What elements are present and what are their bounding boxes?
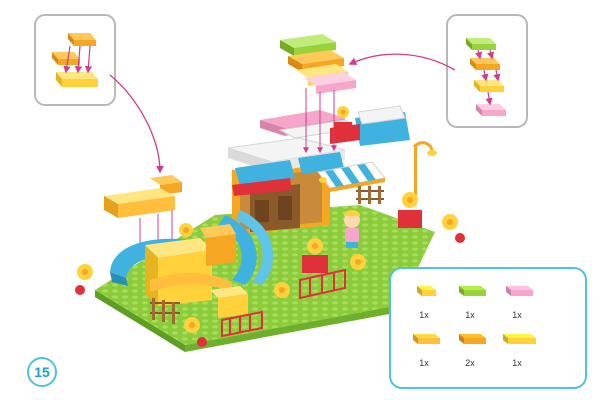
part-quantity: 1x: [512, 358, 522, 368]
main-model: [75, 34, 465, 352]
mini-figure: [344, 210, 360, 248]
part-quantity: 2x: [465, 358, 475, 368]
step-number: 15: [34, 364, 50, 380]
fence-left: [150, 298, 180, 324]
lamp-post-center: [319, 177, 327, 225]
part-yellow-2x2-brick: 1x: [417, 286, 436, 320]
brick-yellow-callout: [56, 72, 98, 87]
brick-orange-callout-2: [52, 52, 80, 65]
part-quantity: 1x: [419, 310, 429, 320]
part-quantity: 1x: [419, 358, 429, 368]
brick-lime-callout: [466, 38, 496, 50]
flower-pot-right: [398, 192, 422, 228]
flower-3: [184, 317, 200, 333]
flower-4: [197, 337, 207, 347]
flower-pot-center: [302, 238, 328, 273]
fence-back-brown: [356, 186, 384, 204]
slide-tower: [145, 224, 236, 306]
callout-top-right: [446, 14, 528, 128]
callout-top-left: [34, 14, 116, 106]
flower-6: [350, 254, 366, 270]
fence-front-red: [221, 310, 263, 338]
parts-list-panel: 1x 1x 1x 1x 2x 1x: [389, 267, 587, 389]
top-brick-stack: [280, 34, 356, 154]
left-brick-stack: [104, 175, 182, 254]
yellow-base-brick: [210, 286, 248, 318]
fence-right-red: [299, 268, 346, 300]
brick-orange-callout-3: [470, 58, 500, 70]
striped-awning: [317, 161, 386, 192]
step-number-badge: 15: [27, 357, 57, 387]
flower-1: [77, 264, 93, 280]
flower-2: [75, 285, 85, 295]
slide-right: [218, 210, 274, 285]
part-pink-2x4-brick: 1x: [506, 286, 533, 320]
pointer-arrow-left: [109, 74, 164, 174]
brick-yellow-callout-2: [474, 80, 504, 92]
lamp-post-right: [412, 141, 437, 195]
part-yellow-2x6-brick: 1x: [503, 334, 536, 368]
part-lime-2x4-brick: 1x: [459, 286, 486, 320]
flower-9: [179, 223, 193, 237]
flower-pot-roof: [334, 106, 352, 136]
parts-grid: 1x 1x 1x 1x 2x 1x: [413, 286, 536, 368]
part-orange-2x4-brick: 2x: [459, 334, 486, 368]
flower-5: [274, 282, 290, 298]
brick-orange-callout: [68, 33, 96, 46]
brick-pink-callout: [476, 104, 506, 116]
pointer-arrow-right: [348, 53, 456, 71]
part-yellow-orange-2x4-brick: 1x: [413, 334, 440, 368]
part-quantity: 1x: [465, 310, 475, 320]
flower-7: [442, 214, 458, 230]
part-quantity: 1x: [512, 310, 522, 320]
flower-8: [455, 233, 465, 243]
